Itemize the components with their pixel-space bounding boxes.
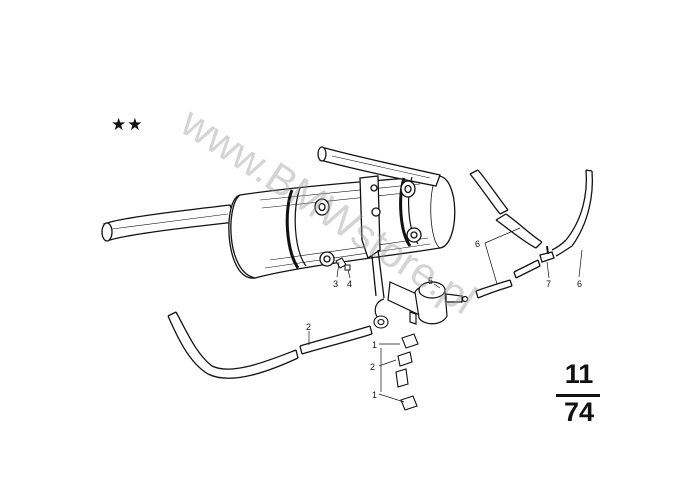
muffler-assembly [101, 146, 456, 299]
fuel-filter [374, 281, 469, 325]
group-number-bottom: 74 [563, 397, 595, 427]
callout-2-lower: 2 [370, 362, 375, 372]
hose-clamps [373, 315, 419, 411]
group-divider [556, 394, 600, 397]
callout-7: 7 [546, 279, 551, 289]
upper-hose-lines [469, 169, 594, 299]
callout-6-right: 6 [577, 279, 582, 289]
callout-5: 5 [428, 276, 433, 286]
marker-stars: ★★ [111, 115, 144, 135]
lower-hose-lines [167, 311, 373, 379]
callout-1-upper: 1 [372, 340, 377, 350]
callout-4: 4 [347, 279, 352, 289]
leader-lines [308, 227, 583, 403]
callout-2-upper: 2 [306, 322, 311, 332]
callout-6-left: 6 [475, 239, 480, 249]
callout-3: 3 [333, 279, 338, 289]
group-number-top: 11 [564, 359, 594, 389]
callout-1-lower: 1 [372, 390, 377, 400]
